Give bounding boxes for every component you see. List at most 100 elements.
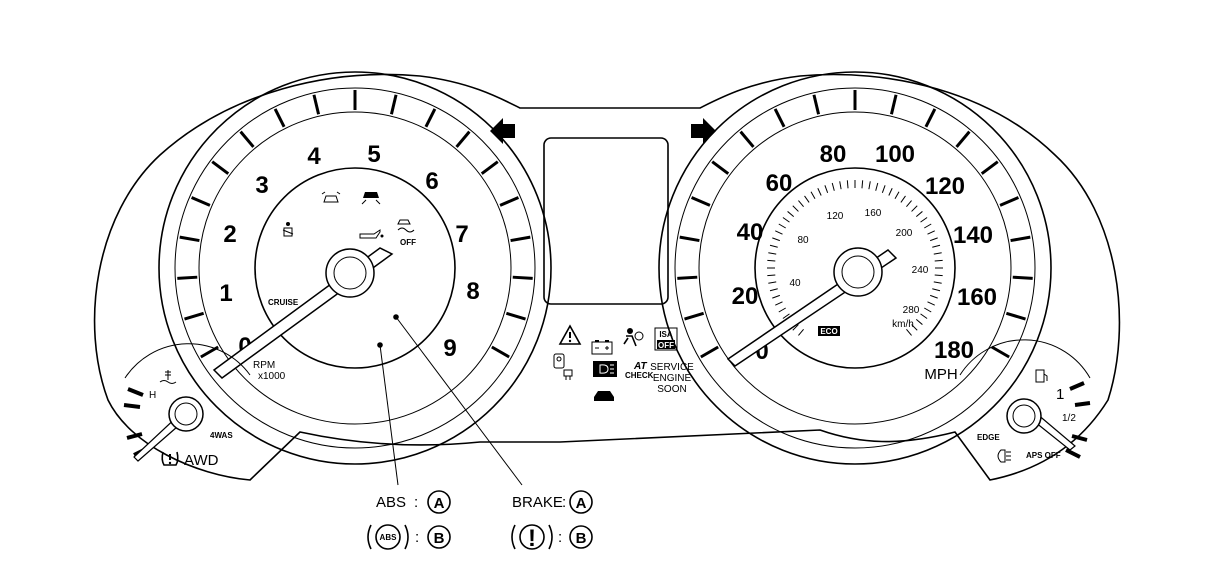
- kmh-tick: [932, 288, 941, 292]
- tach-tick: [177, 275, 198, 280]
- speed-tick: [711, 160, 730, 175]
- svg-text:OFF: OFF: [400, 238, 416, 247]
- kmh-tick: [792, 205, 799, 212]
- kmh-tick: [906, 328, 912, 336]
- speed-tick: [684, 311, 705, 321]
- kmh-tick: [875, 182, 879, 191]
- awd-indicator: AWD: [184, 452, 219, 469]
- tachometer: 0 1 2 3 4 5 6 7 8 9 RPM x1000 CRUISE OFF: [158, 71, 552, 465]
- turn-left-arrow-icon: [490, 118, 515, 144]
- fuel-full-label: 1: [1056, 386, 1064, 403]
- speed-tick: [677, 275, 698, 280]
- kmh-unit: km/h: [892, 319, 914, 330]
- speed-tick: [980, 160, 999, 175]
- kmh-tick: [792, 324, 799, 331]
- kmh-tick: [924, 223, 932, 229]
- brake-callout: BRAKE : A ! : B: [511, 490, 593, 552]
- battery-charge-warning-icon: [591, 340, 613, 355]
- fuel-half-label: 1/2: [1062, 413, 1076, 424]
- awas-indicator: 4WAS: [210, 431, 233, 440]
- kmh-tick: [767, 259, 776, 262]
- speed-tick: [1005, 311, 1026, 321]
- fog-light-indicator-icon: [997, 449, 1011, 463]
- tach-tick: [499, 196, 520, 207]
- tach-tick: [179, 235, 200, 243]
- speed-tick: [679, 235, 700, 243]
- kmh-number: 200: [896, 228, 913, 239]
- tach-tick: [312, 94, 321, 115]
- svg-text:ECO: ECO: [820, 327, 837, 336]
- oil-pressure-warning-icon: [359, 229, 384, 239]
- seatbelt-warning-icon: [282, 222, 294, 237]
- kmh-tick: [900, 195, 906, 203]
- svg-text:OFF: OFF: [658, 341, 674, 350]
- edge-indicator: EDGE: [977, 433, 1000, 442]
- tach-number: 9: [443, 335, 456, 362]
- kmh-number: 120: [827, 211, 844, 222]
- speed-tick: [773, 108, 786, 128]
- speed-tick: [955, 130, 971, 148]
- kmh-tick: [930, 237, 938, 242]
- speedometer-hub: [833, 247, 883, 297]
- tach-tick: [505, 311, 526, 321]
- tach-tick: [455, 130, 471, 148]
- mph-number: 120: [925, 173, 965, 200]
- tach-tick: [211, 160, 230, 175]
- turn-right-arrow-icon: [691, 118, 716, 144]
- coolant-temperature-icon: [159, 370, 177, 384]
- kmh-tick: [769, 288, 778, 292]
- tach-tick: [480, 160, 499, 175]
- kmh-tick: [775, 230, 783, 235]
- mph-number: 80: [820, 141, 847, 168]
- kmh-tick: [888, 188, 893, 196]
- kmh-tick: [881, 185, 886, 193]
- mph-number: 180: [934, 337, 974, 364]
- aps-off-indicator: APS OFF: [1026, 451, 1061, 460]
- tach-tick: [184, 311, 205, 321]
- mph-number: 60: [766, 170, 793, 197]
- kmh-tick: [933, 252, 942, 255]
- tach-tick: [190, 196, 211, 207]
- speed-tick: [889, 94, 898, 115]
- kmh-tick: [778, 307, 786, 313]
- svg-text:CHECK: CHECK: [625, 371, 654, 380]
- kmh-tick: [924, 307, 932, 313]
- svg-text:!: !: [528, 525, 536, 552]
- kmh-tick: [915, 319, 923, 325]
- mph-number: 100: [875, 141, 915, 168]
- kmh-tick: [782, 217, 790, 223]
- kmh-tick: [894, 191, 900, 199]
- temp-h-label: H: [149, 390, 156, 401]
- kmh-tick: [831, 182, 835, 191]
- speed-tick: [739, 130, 755, 148]
- key-warning-icon: [553, 353, 573, 380]
- kmh-tick: [861, 180, 864, 189]
- vdc-off-indicator-icon: OFF: [397, 219, 416, 247]
- mph-unit: MPH: [924, 366, 957, 383]
- svg-text:B: B: [576, 530, 587, 547]
- kmh-tick: [868, 181, 871, 190]
- kmh-number: 240: [912, 265, 929, 276]
- door-open-warning-icon: [594, 391, 614, 401]
- svg-text::: :: [562, 494, 566, 511]
- kmh-tick: [768, 281, 777, 284]
- kmh-tick: [769, 244, 778, 248]
- airbag-warning-icon: [623, 328, 644, 347]
- kmh-tick: [911, 324, 918, 331]
- kmh-tick: [810, 191, 816, 199]
- kmh-tick: [915, 211, 923, 217]
- svg-text:ABS: ABS: [380, 533, 398, 542]
- kmh-tick: [778, 223, 786, 229]
- kmh-tick: [920, 217, 928, 223]
- speed-tick: [991, 345, 1010, 359]
- speed-tick: [1012, 275, 1033, 280]
- kmh-number: 40: [789, 278, 801, 289]
- speed-tick: [1010, 235, 1031, 243]
- speed-tick: [924, 108, 937, 128]
- tach-unit: RPM: [253, 360, 275, 371]
- kmh-tick: [775, 301, 783, 306]
- kmh-tick: [782, 313, 790, 319]
- eco-indicator: [818, 326, 840, 336]
- cluster-housing: [93, 73, 1121, 481]
